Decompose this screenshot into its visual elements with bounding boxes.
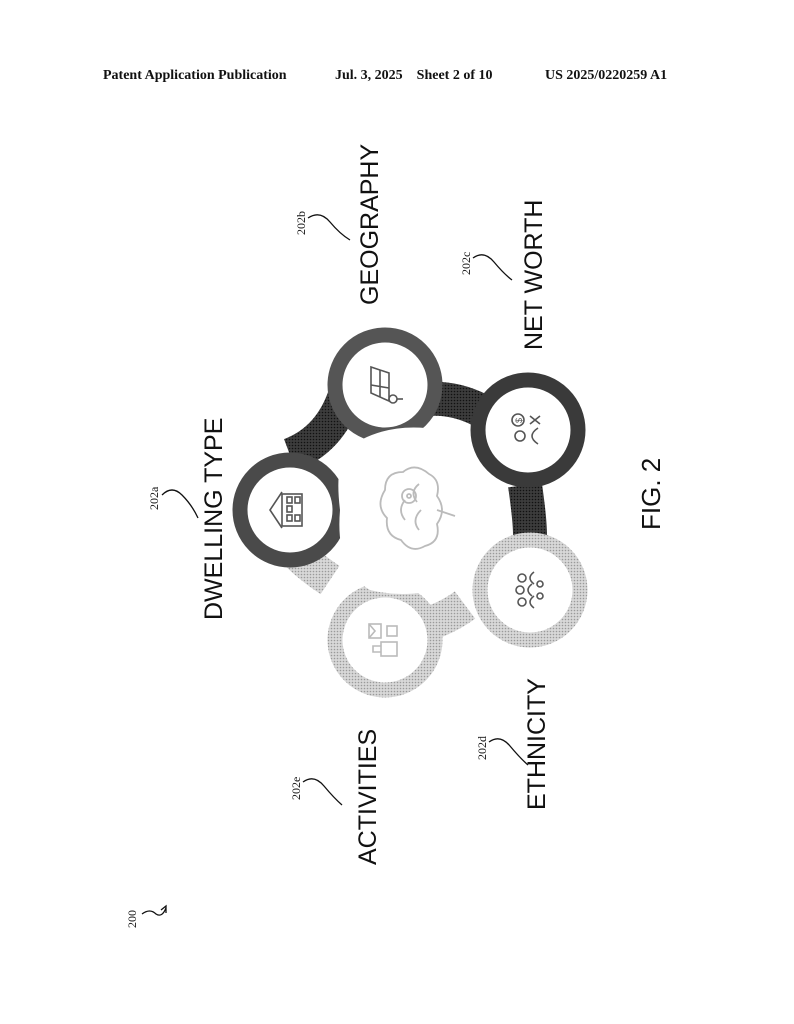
- central-hub: [338, 427, 476, 594]
- ref-202e: 202e: [289, 777, 343, 806]
- group-people-icon: [515, 571, 544, 609]
- header-publication-number: US 2025/0220259 A1: [545, 68, 668, 83]
- header-publication-type: Patent Application Publication: [103, 68, 287, 83]
- node-ethnicity: [472, 532, 588, 648]
- node-dwelling-type: [232, 452, 348, 568]
- ref-202d: 202d: [475, 736, 529, 766]
- svg-text:$: $: [514, 418, 524, 423]
- svg-text:202b: 202b: [294, 211, 308, 235]
- house-icon: [269, 491, 303, 529]
- svg-text:202d: 202d: [475, 736, 489, 760]
- label-activities: ACTIVITIES: [354, 729, 382, 865]
- brain-cloud-icon: [379, 466, 456, 550]
- svg-text:200: 200: [125, 910, 139, 928]
- label-dwelling-type: DWELLING TYPE: [200, 418, 228, 620]
- label-ethnicity: ETHNICITY: [523, 678, 551, 810]
- activities-icon: [368, 623, 398, 657]
- node-activities: [327, 582, 443, 698]
- svg-text:202a: 202a: [147, 486, 161, 510]
- header-date-sheet: Jul. 3, 2025 Sheet 2 of 10: [335, 68, 493, 83]
- node-geography: [327, 327, 443, 443]
- ref-202a: 202a: [147, 486, 199, 519]
- ref-200: 200: [125, 904, 167, 928]
- svg-text:202e: 202e: [289, 777, 303, 800]
- svg-text:202c: 202c: [459, 252, 473, 275]
- label-geography: GEOGRAPHY: [356, 144, 384, 305]
- map-pin-icon: [370, 365, 403, 404]
- ref-202b: 202b: [294, 211, 351, 241]
- figure-caption: FIG. 2: [636, 458, 666, 530]
- money-people-icon: $: [511, 413, 541, 445]
- label-net-worth: NET WORTH: [520, 200, 548, 350]
- ref-202c: 202c: [459, 252, 513, 281]
- node-net-worth: $: [470, 372, 586, 488]
